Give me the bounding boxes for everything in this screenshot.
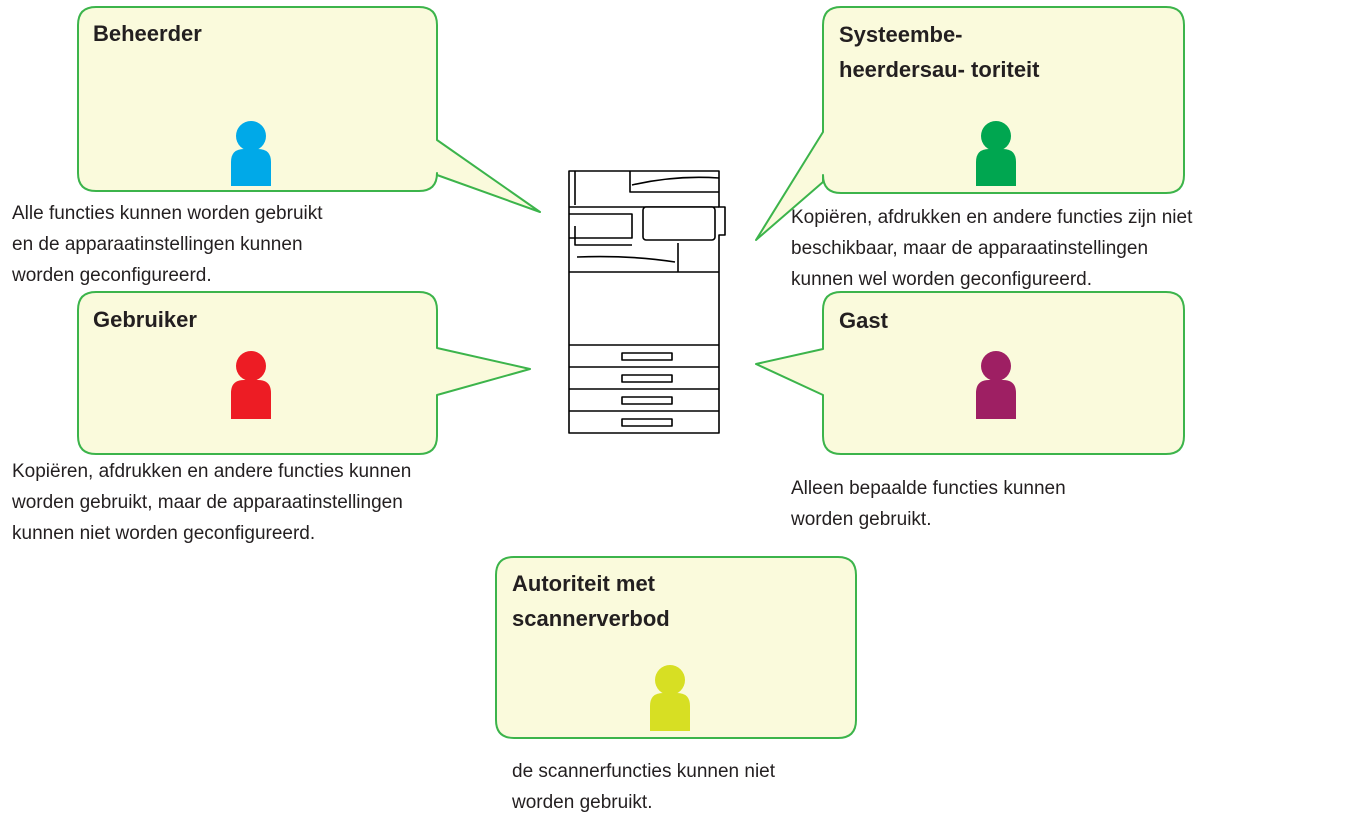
role-description-scan-restricted: de scannerfuncties kunnen niet worden ge… — [512, 761, 776, 813]
role-description-guest: Alleen bepaalde functies kunnen worden g… — [791, 478, 1066, 530]
role-title-guest: Gast — [839, 308, 888, 333]
role-description-sysadmin: Kopiëren, afdrukken en andere functies z… — [791, 207, 1193, 290]
person-icon-sysadmin — [976, 121, 1016, 186]
person-icon-admin — [231, 121, 271, 186]
bubble-sysadmin — [755, 6, 1185, 241]
bubble-guest — [755, 291, 1185, 455]
role-title-sysadmin: Systeembe- heerdersau- toriteit — [839, 22, 1040, 82]
role-title-admin: Beheerder — [93, 21, 202, 46]
bubble-scan-restricted — [495, 556, 857, 739]
role-title-scan-restricted: Autoriteit met scannerverbod — [512, 571, 670, 631]
role-description-admin: Alle functies kunnen worden gebruikt en … — [12, 203, 323, 286]
role-title-user: Gebruiker — [93, 307, 197, 332]
person-icon-user — [231, 351, 271, 419]
person-icon-guest — [976, 351, 1016, 419]
person-icon-scan-restricted — [650, 665, 690, 731]
printer-icon — [568, 170, 726, 434]
bubble-admin — [77, 6, 541, 213]
bubble-user — [77, 291, 531, 455]
role-description-user: Kopiëren, afdrukken en andere functies k… — [12, 461, 412, 544]
